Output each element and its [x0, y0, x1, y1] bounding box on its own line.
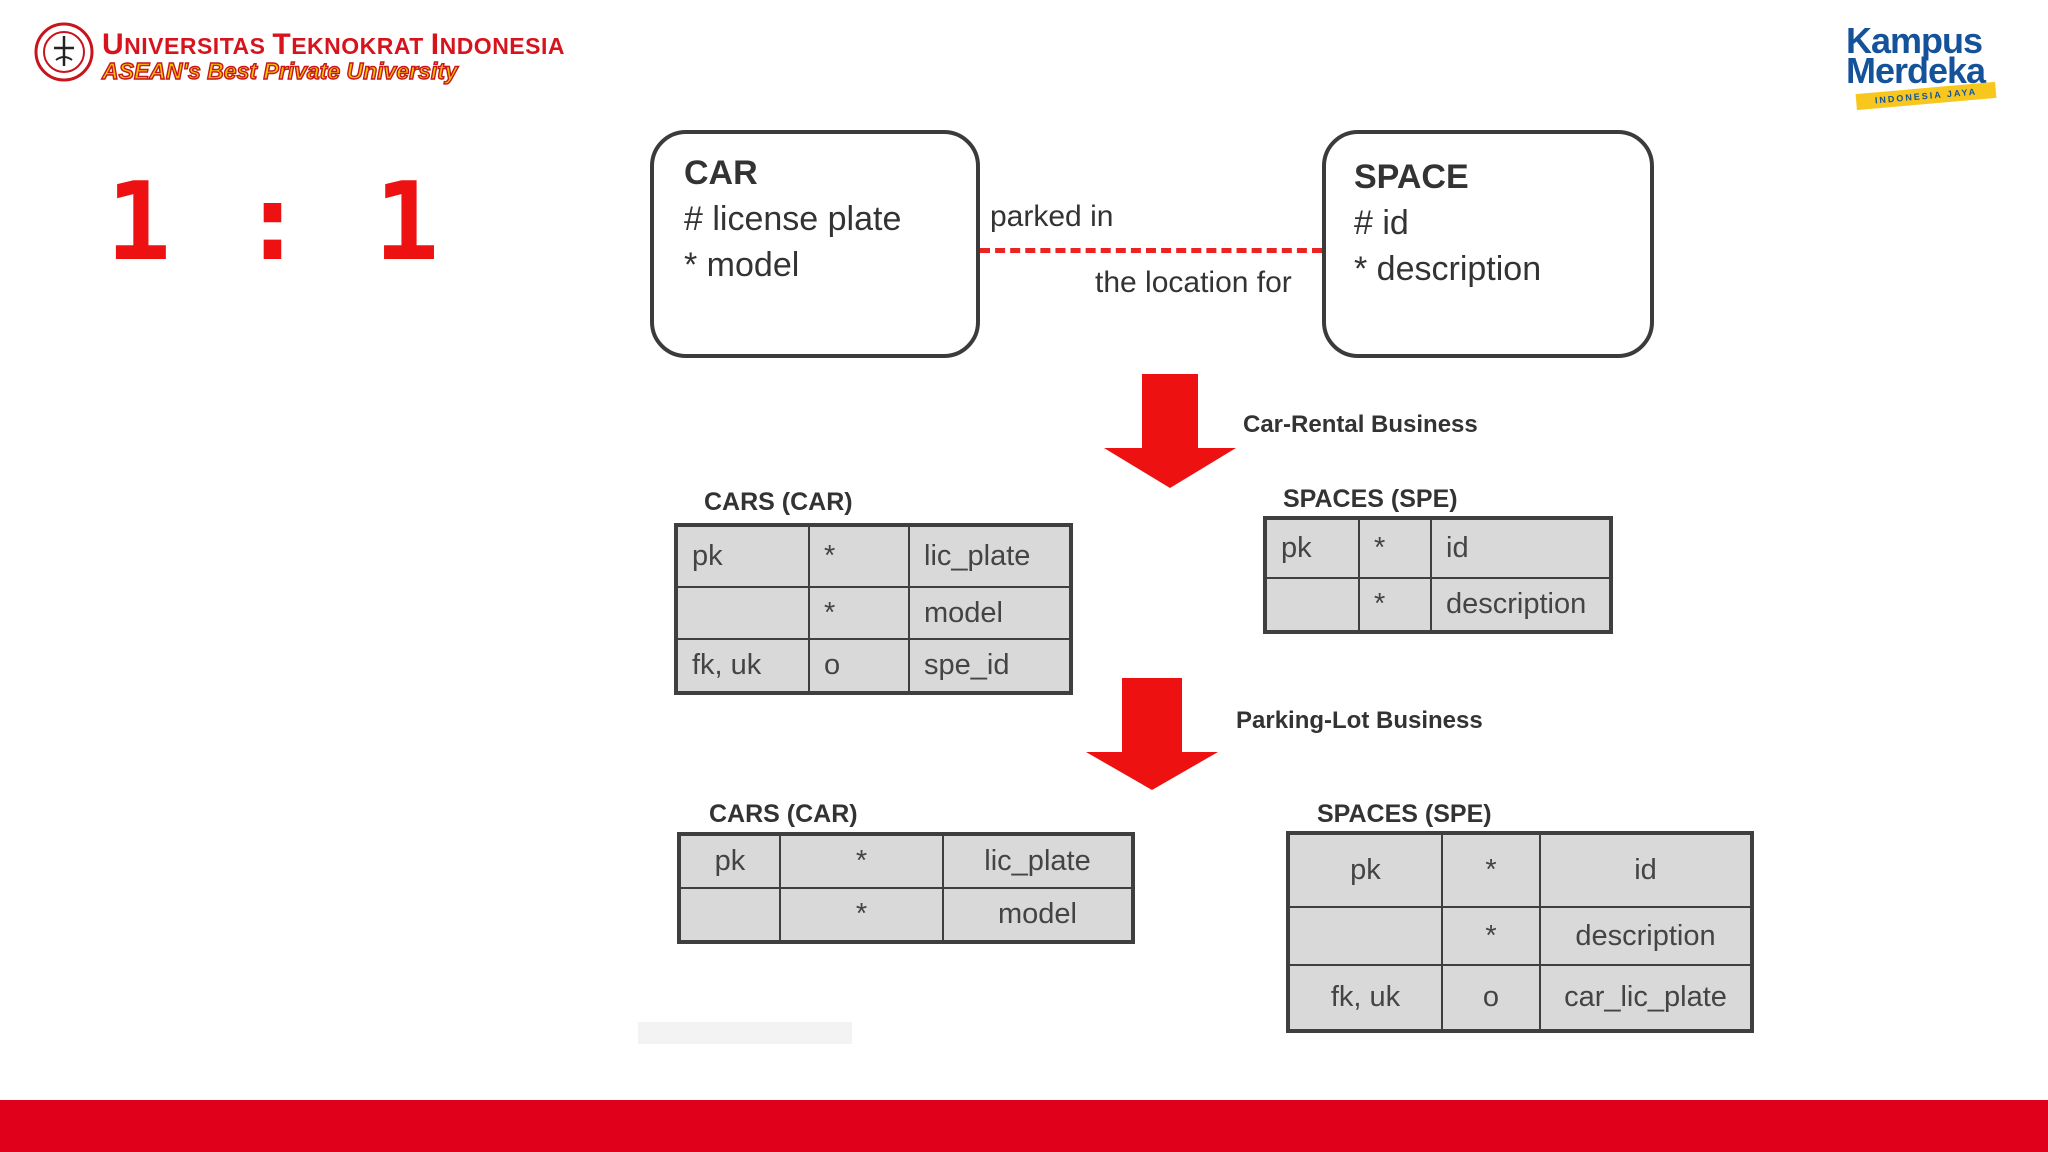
- entity-space-attr-id: # id: [1354, 204, 1409, 242]
- table-cell: pk: [678, 833, 781, 889]
- table-cell: id: [1430, 517, 1612, 579]
- table-row: * model: [675, 586, 1072, 640]
- table-row: pk * lic_plate: [675, 524, 1072, 588]
- university-name: UNIVERSITAS TEKNOKRAT INDONESIA: [102, 28, 565, 61]
- table-cell: description: [1539, 906, 1753, 966]
- down-arrow-icon: [1086, 678, 1218, 790]
- table-cars-car-rental: pk * lic_plate * model fk, uk o spe_id: [674, 523, 1073, 695]
- table-cell: fk, uk: [675, 638, 810, 694]
- table-cell: [678, 887, 781, 943]
- table-cell: id: [1539, 832, 1753, 908]
- entity-car: CAR # license plate * model: [650, 130, 980, 358]
- entity-car-attr-license-plate: # license plate: [684, 200, 902, 238]
- table-row: * description: [1287, 906, 1753, 966]
- entity-car-title: CAR: [684, 154, 758, 192]
- table-cell: car_lic_plate: [1539, 964, 1753, 1032]
- table-cell: *: [779, 887, 944, 943]
- kampus-merdeka-logo-line1: Kampus: [1846, 20, 1983, 61]
- entity-car-attr-model: * model: [684, 246, 800, 284]
- table-spaces-car-rental: pk * id * description: [1263, 516, 1613, 634]
- table-cell: lic_plate: [908, 524, 1072, 588]
- table-row: * model: [678, 887, 1134, 943]
- table-row: fk, uk o car_lic_plate: [1287, 964, 1753, 1032]
- business-label-parking-lot: Parking-Lot Business: [1236, 707, 1483, 734]
- table-cell: *: [1358, 577, 1432, 633]
- table-cell: pk: [675, 524, 810, 588]
- table-cell: *: [1358, 517, 1432, 579]
- footer-brand-bar: [0, 1100, 2048, 1152]
- table-cell: *: [1441, 832, 1541, 908]
- table-cell: description: [1430, 577, 1612, 633]
- relationship-label-parked-in: parked in: [990, 200, 1114, 233]
- table-cell: pk: [1264, 517, 1360, 579]
- table-row: pk * lic_plate: [678, 833, 1134, 889]
- table-cell: o: [808, 638, 910, 694]
- business-label-car-rental: Car-Rental Business: [1243, 411, 1478, 438]
- table-cell: [1287, 906, 1443, 966]
- table-spaces-parking-lot: pk * id * description fk, uk o car_lic_p…: [1286, 831, 1754, 1033]
- table-cell: [1264, 577, 1360, 633]
- entity-space-title: SPACE: [1354, 158, 1469, 196]
- table-cell: *: [808, 524, 910, 588]
- table-cars-parking-lot: pk * lic_plate * model: [677, 832, 1135, 944]
- entity-space: SPACE # id * description: [1322, 130, 1654, 358]
- cardinality-ratio: 1 : 1: [106, 160, 442, 285]
- table-title-cars: CARS (CAR): [709, 800, 858, 828]
- table-cell: model: [908, 586, 1072, 640]
- faint-placeholder-bar: [638, 1022, 852, 1044]
- table-cell: pk: [1287, 832, 1443, 908]
- university-tagline: ASEAN's Best Private University: [101, 57, 458, 84]
- relationship-line: [980, 248, 1322, 253]
- entity-space-attr-description: * description: [1354, 250, 1542, 288]
- table-cell: model: [942, 887, 1134, 943]
- table-cell: [675, 586, 810, 640]
- table-cell: spe_id: [908, 638, 1072, 694]
- table-cell: *: [1441, 906, 1541, 966]
- table-cell: *: [808, 586, 910, 640]
- table-title-spaces: SPACES (SPE): [1317, 800, 1492, 828]
- table-row: * description: [1264, 577, 1612, 633]
- table-cell: lic_plate: [942, 833, 1134, 889]
- table-row: pk * id: [1264, 517, 1612, 579]
- kampus-merdeka-logo: Kampus Merdeka INDONESIA JAYA: [1840, 20, 2020, 111]
- table-row: pk * id: [1287, 832, 1753, 908]
- down-arrow-icon: [1104, 374, 1236, 488]
- table-row: fk, uk o spe_id: [675, 638, 1072, 694]
- table-cell: o: [1441, 964, 1541, 1032]
- university-seal-icon: [34, 22, 94, 82]
- table-cell: *: [779, 833, 944, 889]
- table-title-spaces: SPACES (SPE): [1283, 485, 1458, 513]
- relationship-label-location-for: the location for: [1095, 266, 1292, 299]
- table-title-cars: CARS (CAR): [704, 488, 853, 516]
- table-cell: fk, uk: [1287, 964, 1443, 1032]
